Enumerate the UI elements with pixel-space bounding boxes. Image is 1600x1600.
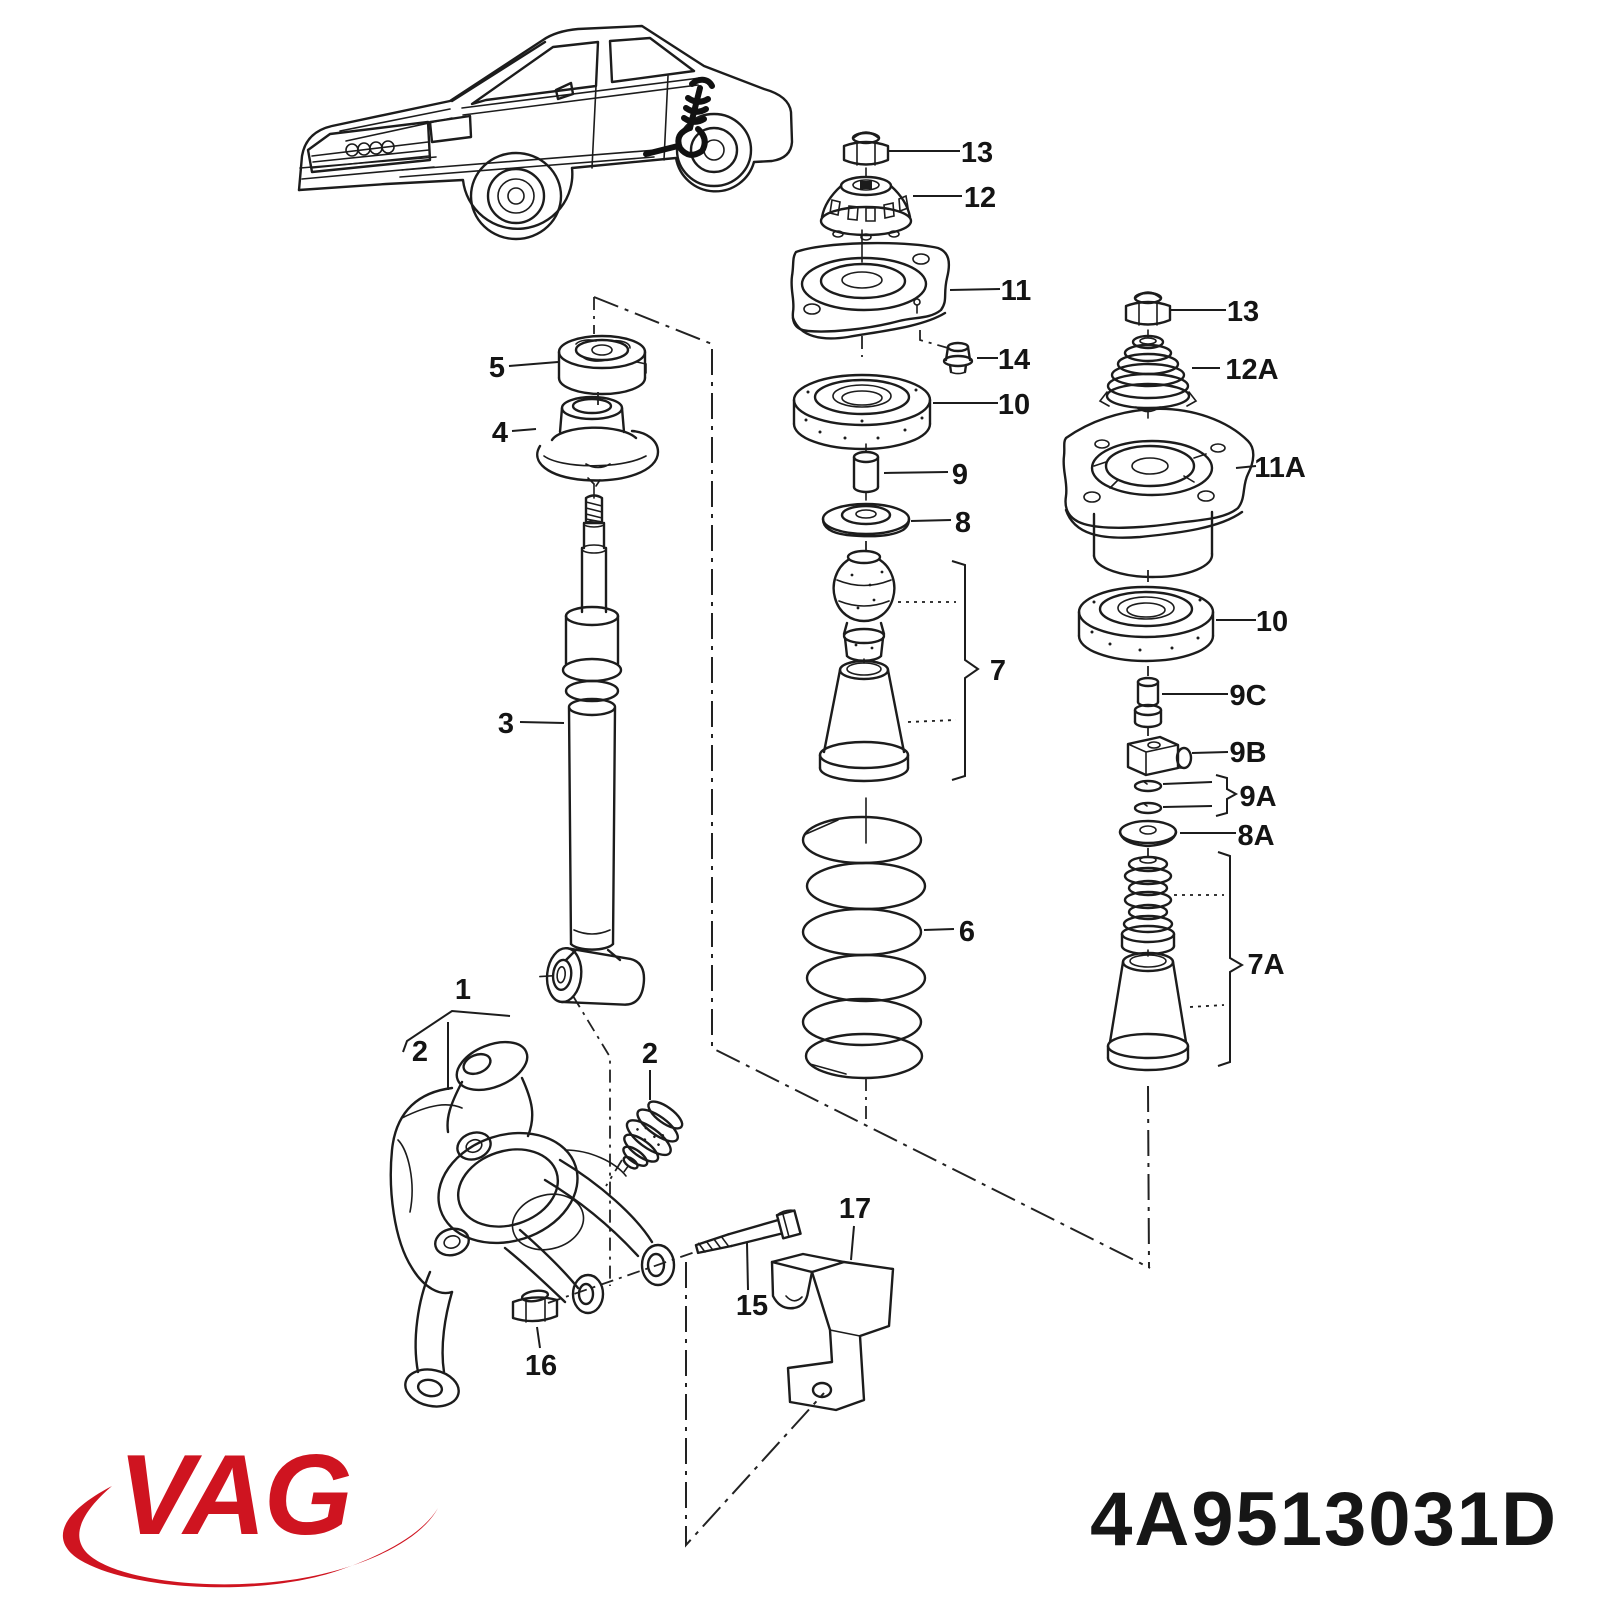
hex-nut-part16 [511, 1289, 559, 1323]
bearing-ring-part10-mid [792, 373, 932, 451]
rear-side-window [608, 36, 696, 84]
callout-7a: 7A [1247, 949, 1284, 981]
wheel-bearing-housing-part1 [389, 1040, 676, 1408]
seal-rings-part9a [1133, 779, 1163, 815]
dust-cover-part7a [1106, 951, 1190, 1072]
strut-mount-part11a [1062, 407, 1255, 579]
washer-part8 [821, 502, 911, 538]
fitted-bolt-part2 [622, 1100, 684, 1173]
callout-1: 1 [455, 974, 471, 1006]
callout-7: 7 [990, 655, 1006, 687]
locknut-part13-right [1124, 291, 1172, 326]
callout-15: 15 [736, 1290, 768, 1322]
front-side-window [470, 40, 600, 106]
part-number: 4A9513031D [1090, 1477, 1558, 1562]
callout-12a: 12A [1225, 354, 1278, 386]
callout-9a: 9A [1239, 781, 1276, 813]
callout-10-mid: 10 [998, 389, 1030, 421]
callout-9b: 9B [1229, 737, 1266, 769]
callout-13-right: 13 [1227, 296, 1259, 328]
vag-swoosh [62, 1486, 438, 1588]
callout-8a: 8A [1237, 820, 1274, 852]
callout-13-mid: 13 [961, 137, 993, 169]
assembly-boundary-lines [547, 296, 1151, 1548]
locknut-part13-mid [842, 131, 890, 166]
callout-9c: 9C [1229, 680, 1266, 712]
headlamp [428, 114, 473, 144]
callout-2-left: 2 [412, 1036, 428, 1068]
car-illustration [297, 24, 794, 241]
callout-16: 16 [525, 1350, 557, 1382]
callout-8: 8 [955, 507, 971, 539]
dust-cover-part7 [818, 658, 910, 783]
callout-2-right: 2 [642, 1038, 658, 1070]
crown-mount-part12 [819, 175, 913, 241]
cap-nut-part14 [942, 341, 974, 375]
upper-mount-part4 [536, 395, 660, 487]
audi-rings-icon [345, 140, 395, 157]
front-wheel [469, 151, 563, 241]
callout-14: 14 [998, 344, 1030, 376]
bump-stop-part7a [1120, 855, 1176, 956]
callout-3: 3 [498, 708, 514, 740]
callout-5: 5 [489, 352, 505, 384]
callout-12: 12 [964, 182, 996, 214]
dome-mount-part12a [1098, 334, 1198, 413]
callout-9: 9 [952, 459, 968, 491]
windshield-line [450, 40, 547, 103]
bolt-part15 [694, 1209, 802, 1255]
bracket-part17 [770, 1252, 895, 1412]
callout-11a: 11A [1254, 452, 1306, 484]
callout-4: 4 [492, 417, 508, 449]
shock-absorber-part3 [539, 483, 646, 1006]
clamp-block-part9b [1126, 735, 1193, 777]
stop-bushing-part5 [557, 334, 647, 396]
callout-10-right: 10 [1256, 606, 1288, 638]
vag-logo-text: VAG [118, 1432, 351, 1559]
bump-stop-part7 [832, 549, 896, 662]
spacer-sleeve-part9 [852, 443, 880, 501]
stipple-dots [804, 388, 924, 440]
coil-spring-part6 [801, 815, 927, 1080]
vag-logo: VAG [62, 1432, 438, 1588]
callouts: 5 4 3 1 2 2 13 12 11 14 10 9 8 7 6 13 12… [402, 137, 1306, 1382]
callout-17: 17 [839, 1193, 871, 1225]
bearing-ring-part10-right [1077, 585, 1215, 663]
callout-6: 6 [959, 916, 975, 948]
sleeve-part9c [1133, 676, 1163, 729]
bracket-9a [1215, 774, 1239, 817]
bracket-7a [1217, 851, 1244, 1067]
strut-mount-plate-part11 [790, 241, 951, 340]
shock-lower-eye [539, 946, 646, 1006]
callout-11: 11 [1001, 275, 1032, 307]
bracket-7 [951, 560, 980, 781]
washer-part8a [1118, 819, 1178, 848]
rear-suspension-highlight [643, 76, 715, 158]
side-mirror [554, 81, 575, 101]
